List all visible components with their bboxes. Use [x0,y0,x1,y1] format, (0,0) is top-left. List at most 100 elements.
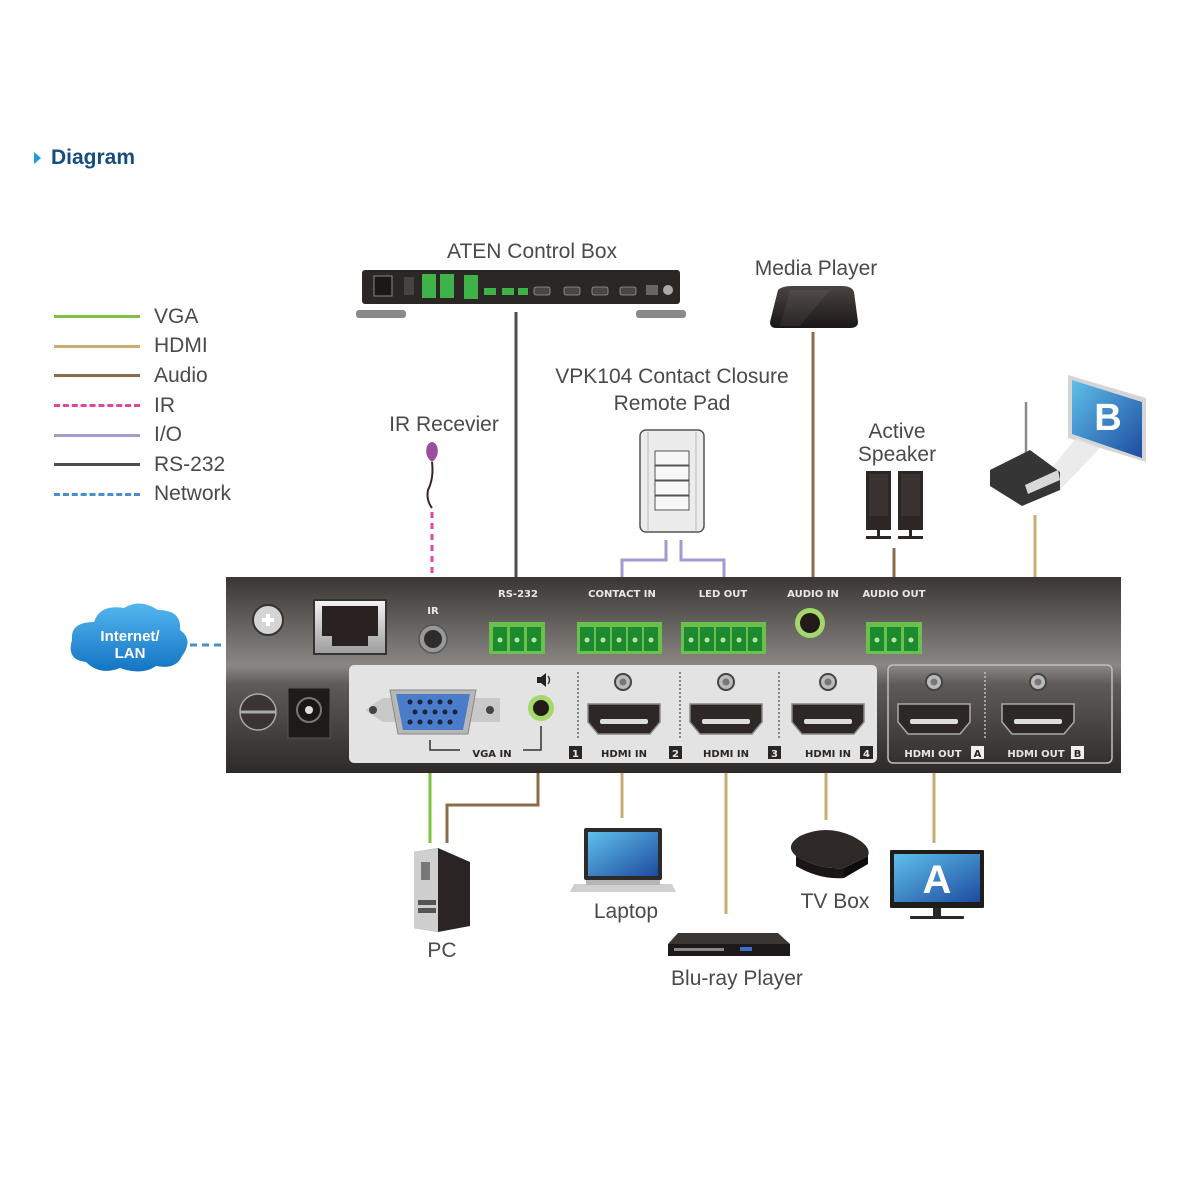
lan-port[interactable] [313,599,387,655]
ground-screw [252,604,284,636]
label-bluray-player: Blu-ray Player [671,967,803,990]
input-badge-1-text: 1 [572,749,579,760]
rs232-port-label: RS-232 [498,589,538,600]
legend-swatch-network [54,492,140,496]
section-title: Diagram [34,146,135,170]
tv-box-device [790,830,869,879]
hdmi-in-1-port[interactable] [587,673,661,735]
label-contact-pad-line2: Remote Pad [613,392,731,415]
label-laptop: Laptop [593,900,659,923]
cloud-label-line1: Internet/ [100,628,160,645]
ir-jack[interactable] [418,624,448,654]
hdmi-in-3-port[interactable] [791,673,865,735]
ir-port-label: IR [427,606,439,617]
input-badge-3-text: 3 [771,749,778,760]
caret-right-icon [34,152,41,164]
output-badge-b [1071,746,1084,759]
power-button[interactable] [239,693,277,731]
legend-label: IR [154,393,175,417]
label-active-speaker: Active Speaker [846,420,948,466]
label-active-speaker-line2: Speaker [857,443,937,466]
legend-swatch-vga [54,315,140,319]
ir-receiver-device [426,442,438,509]
hdmi-out-a-port[interactable] [897,673,971,735]
aten-control-box [356,270,686,318]
legend: VGA HDMI Audio IR I/O RS-232 Network [54,302,231,509]
label-ir-receiver: IR Recevier [389,413,499,436]
screen-b-letter: B [1094,397,1121,439]
legend-swatch-hdmi [54,344,140,348]
cable-led-out [679,540,726,580]
hdmi-in-1-label: HDMI IN [601,749,647,760]
label-active-speaker-line1: Active [868,420,926,443]
label-tv-box: TV Box [800,890,870,913]
vga-in-label: VGA IN [472,749,511,760]
label-contact-pad: VPK104 Contact Closure Remote Pad [532,363,812,417]
output-badge-b-text: B [1074,749,1082,760]
led-out-terminal-block[interactable] [681,622,766,654]
led-out-port-label: LED OUT [699,589,748,600]
audio-out-port-label: AUDIO OUT [863,589,926,600]
legend-label: VGA [154,304,199,328]
cable-contact-in [620,540,668,580]
legend-item-vga: VGA [54,302,231,332]
legend-label: Network [154,482,232,506]
hdmi-out-b-port[interactable] [1001,673,1075,735]
audio-out-terminal-block[interactable] [866,622,922,654]
speaker-icon [537,673,551,687]
cable-pc-audio [445,772,540,843]
legend-label: HDMI [154,334,208,358]
contact-in-terminal-block[interactable] [577,622,662,654]
output-badge-a [971,746,984,759]
legend-item-rs232: RS-232 [54,450,231,480]
vpk104-remote-pad [639,429,705,533]
hdmi-in-2-port[interactable] [689,673,763,735]
label-contact-pad-line1: VPK104 Contact Closure [555,365,789,388]
input-badge-2 [669,746,682,759]
matrix-switch-panel: IR RS-232 CONTACT IN LED OUT AUDIO IN AU… [226,577,1121,773]
label-media-player: Media Player [754,257,878,280]
legend-item-io: I/O [54,420,231,450]
legend-label: Audio [154,363,208,387]
section-title-text: Diagram [51,146,136,169]
audio-in-jack[interactable] [795,608,825,638]
legend-swatch-ir [54,404,140,408]
outputs-panel [887,664,1113,764]
audio-in-port-label: AUDIO IN [787,589,839,600]
hdmi-out-b-label: HDMI OUT [1007,749,1064,760]
input-badge-3 [768,746,781,759]
label-control-box: ATEN Control Box [447,240,617,263]
bluray-device [668,933,790,956]
contact-in-port-label: CONTACT IN [588,589,656,600]
display-a-letter: A [923,858,952,902]
projector-with-screen: B [990,375,1146,506]
dc-power-jack[interactable] [287,687,331,739]
display-a: A [890,850,984,919]
legend-swatch-rs232 [54,463,140,467]
cloud-label-line2: LAN [115,645,146,662]
input-badge-2-text: 2 [672,749,679,760]
laptop-device [570,828,676,892]
legend-item-hdmi: HDMI [54,332,231,362]
active-speakers [866,471,923,539]
vga-audio-jack[interactable] [528,695,554,721]
legend-item-network: Network [54,480,231,510]
input-badge-4-text: 4 [863,749,870,760]
output-badge-a-text: A [974,749,982,760]
vga-in-port[interactable] [365,689,500,735]
legend-label: RS-232 [154,452,226,476]
media-player-device [770,286,858,328]
input-badge-4 [860,746,873,759]
legend-label: I/O [154,423,183,447]
rs232-terminal-block[interactable] [489,622,545,654]
legend-swatch-audio [54,374,140,378]
pc-tower [414,848,470,932]
input-badge-1 [569,746,582,759]
hdmi-out-a-label: HDMI OUT [904,749,961,760]
label-pc: PC [427,939,457,962]
hdmi-in-2-label: HDMI IN [703,749,749,760]
legend-swatch-io [54,433,140,437]
hdmi-in-3-label: HDMI IN [805,749,851,760]
legend-item-ir: IR [54,391,231,421]
